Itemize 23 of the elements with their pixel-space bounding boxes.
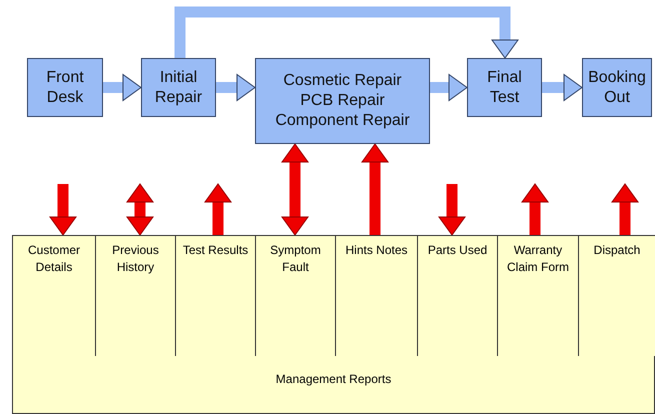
- process-line: PCB Repair: [300, 91, 385, 111]
- panel-title: Management Reports: [274, 372, 392, 386]
- arrow: [430, 74, 468, 101]
- arrow: [216, 74, 256, 101]
- arrow: [174, 6, 518, 58]
- arrow: [282, 144, 308, 236]
- process-box: [255, 58, 430, 144]
- process-line: Component Repair: [275, 111, 410, 131]
- arrow: [103, 74, 142, 101]
- arrow: [612, 184, 638, 235]
- process-line: Cosmetic Repair: [283, 71, 402, 91]
- arrow: [362, 144, 388, 235]
- process-box: Final Test: [467, 58, 542, 117]
- arrow: [438, 184, 466, 236]
- process-box: Front Desk: [27, 58, 103, 117]
- arrow: [50, 184, 76, 236]
- arrow: [204, 184, 232, 235]
- arrow: [542, 74, 582, 101]
- process-box: Initial Repair: [141, 58, 216, 117]
- database-panel: [12, 235, 655, 414]
- process-box: Booking Out: [582, 58, 652, 117]
- arrow: [126, 184, 154, 236]
- arrow: [522, 184, 548, 235]
